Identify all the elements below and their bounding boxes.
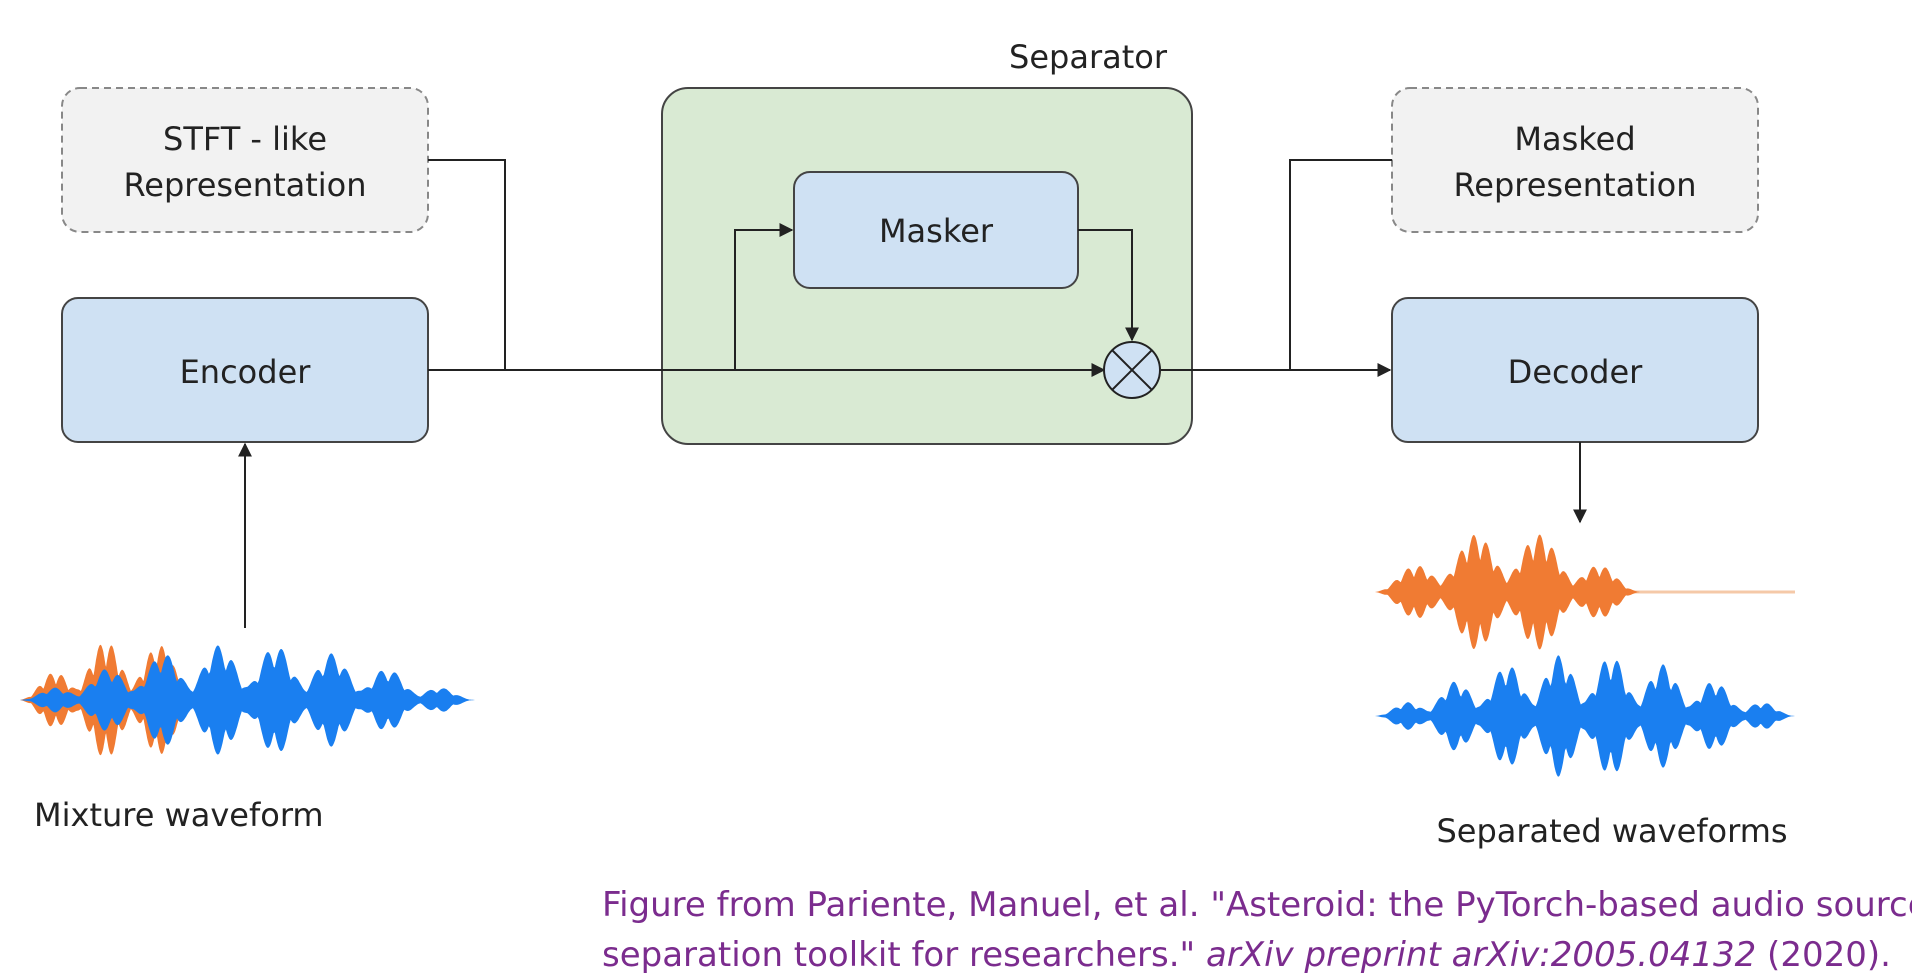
mixture-blue-wave bbox=[20, 645, 475, 755]
figure-caption: Figure from Pariente, Manuel, et al. "As… bbox=[602, 880, 1912, 980]
stft-label-line1: STFT - like bbox=[163, 120, 327, 158]
caption-line-2-prefix: separation toolkit for researchers." bbox=[602, 935, 1206, 975]
stft-connector bbox=[428, 159, 506, 370]
encoder-label: Encoder bbox=[180, 353, 312, 391]
decoder-label: Decoder bbox=[1508, 353, 1644, 391]
masked-label-line2: Representation bbox=[1453, 166, 1696, 204]
masked-connector bbox=[1289, 159, 1392, 370]
caption-line-2-suffix: (2020). bbox=[1756, 935, 1891, 975]
separated-waveforms-label: Separated waveforms bbox=[1436, 812, 1787, 850]
separator-title: Separator bbox=[1009, 38, 1168, 76]
caption-line-2: separation toolkit for researchers." arX… bbox=[602, 930, 1902, 980]
masked-label-line1: Masked bbox=[1514, 120, 1635, 158]
multiply-icon bbox=[1103, 341, 1161, 399]
separated-blue-wave bbox=[1375, 655, 1795, 777]
separated-waveforms bbox=[1375, 534, 1795, 777]
stft-representation-box bbox=[61, 87, 429, 233]
separated-orange-wave bbox=[1375, 534, 1640, 650]
masker-to-multiply-arrow bbox=[1078, 229, 1139, 342]
masker-label: Masker bbox=[879, 212, 994, 250]
mixture-waveform bbox=[20, 644, 475, 756]
caption-line-1: Figure from Pariente, Manuel, et al. "As… bbox=[602, 885, 1912, 925]
mixture-waveform-label: Mixture waveform bbox=[34, 796, 324, 834]
masked-representation-box bbox=[1391, 87, 1759, 233]
stft-label-line2: Representation bbox=[123, 166, 366, 204]
caption-citation-italic: arXiv preprint arXiv:2005.04132 bbox=[1205, 935, 1757, 975]
branch-to-masker-arrow bbox=[734, 223, 794, 370]
decoder-box bbox=[1391, 297, 1759, 443]
